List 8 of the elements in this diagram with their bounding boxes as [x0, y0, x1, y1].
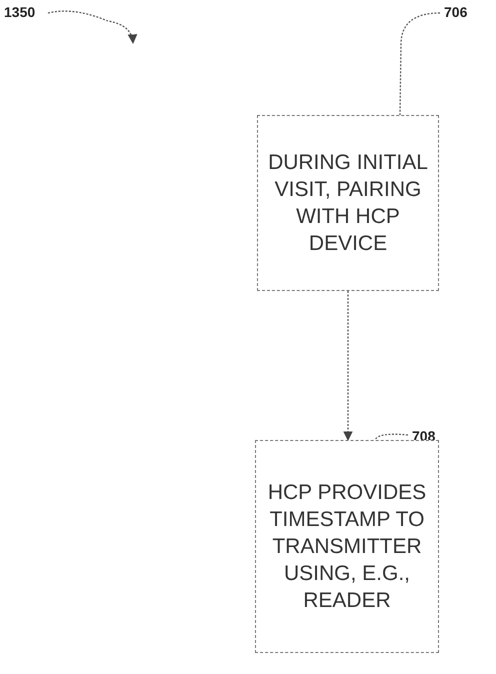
leader-line — [399, 12, 440, 115]
leader-line — [374, 434, 408, 440]
process-box: HCP PROVIDES TIMESTAMP TO TRANSMITTER USING, E.G., READER — [255, 440, 439, 653]
reference-numeral: 706 — [444, 4, 476, 20]
arrow — [343, 291, 353, 441]
arrow — [48, 10, 137, 44]
reference-numeral: 1350 — [4, 4, 44, 20]
process-box: DURING INITIAL VISIT, PAIRING WITH HCP DEVICE — [257, 115, 439, 291]
